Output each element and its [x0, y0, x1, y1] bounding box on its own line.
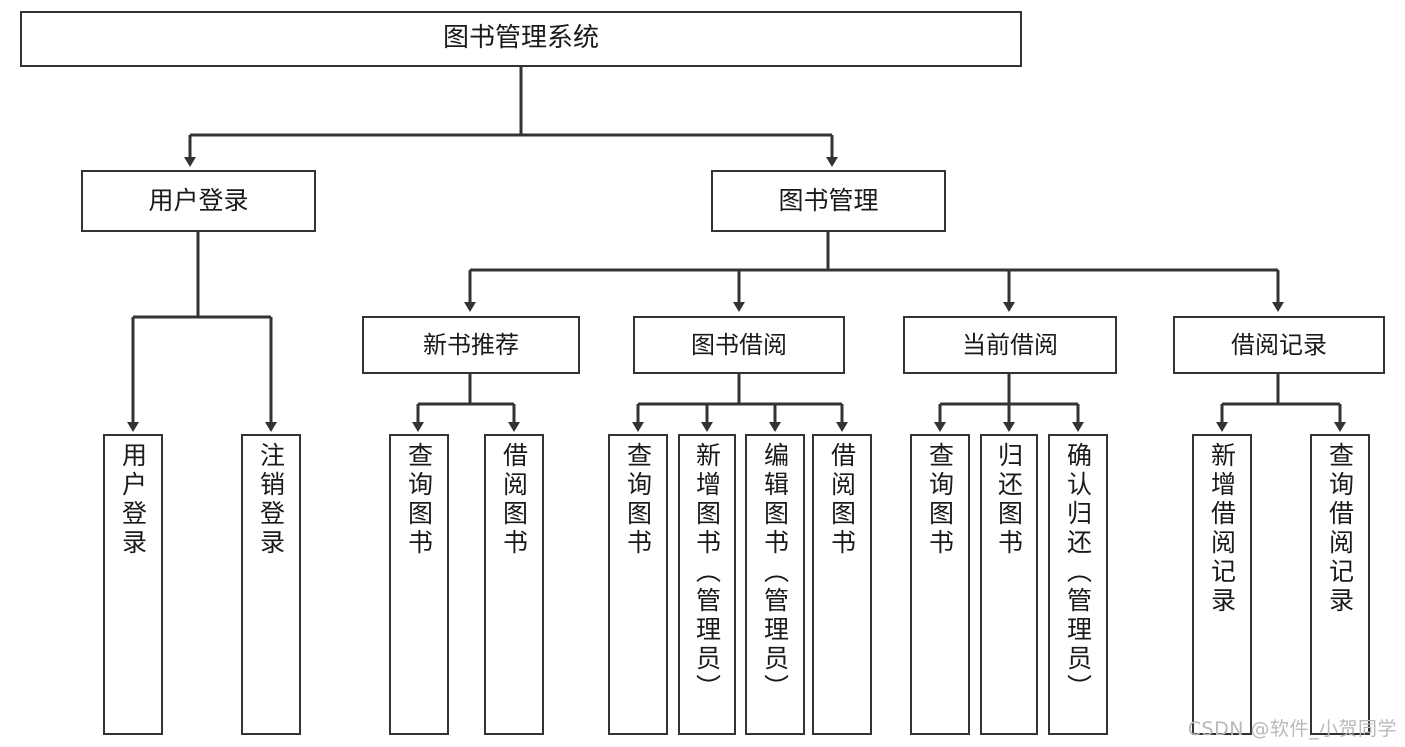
- leaf-borrow-borrow-book[interactable]: 借阅图书: [812, 434, 872, 735]
- leaf-current-confirm-return-label: 确认归还（管理员）: [1063, 442, 1093, 703]
- leaf-current-confirm-return[interactable]: 确认归还（管理员）: [1048, 434, 1108, 735]
- leaf-current-return-book[interactable]: 归还图书: [980, 434, 1038, 735]
- leaf-user-logout[interactable]: 注销登录: [241, 434, 301, 735]
- node-root[interactable]: 图书管理系统: [20, 11, 1022, 67]
- node-borrow-records-label: 借阅记录: [1231, 330, 1327, 359]
- leaf-current-query-book[interactable]: 查询图书: [910, 434, 970, 735]
- leaf-record-add-label: 新增借阅记录: [1207, 442, 1237, 616]
- node-user-login-label: 用户登录: [148, 186, 249, 215]
- leaf-record-add[interactable]: 新增借阅记录: [1192, 434, 1252, 735]
- leaf-borrow-query-book[interactable]: 查询图书: [608, 434, 668, 735]
- node-borrow-records[interactable]: 借阅记录: [1173, 316, 1385, 374]
- node-book-borrow[interactable]: 图书借阅: [633, 316, 845, 374]
- leaf-borrow-borrow-book-label: 借阅图书: [827, 442, 857, 558]
- node-current-borrow-label: 当前借阅: [962, 330, 1058, 359]
- node-book-management[interactable]: 图书管理: [711, 170, 946, 232]
- leaf-borrow-edit-book[interactable]: 编辑图书（管理员）: [745, 434, 805, 735]
- node-book-management-label: 图书管理: [778, 186, 879, 215]
- node-book-borrow-label: 图书借阅: [691, 330, 787, 359]
- node-root-label: 图书管理系统: [442, 23, 599, 54]
- leaf-current-query-book-label: 查询图书: [925, 442, 955, 558]
- leaf-borrow-add-book[interactable]: 新增图书（管理员）: [678, 434, 736, 735]
- leaf-user-login-label: 用户登录: [118, 442, 148, 558]
- leaf-current-return-book-label: 归还图书: [994, 442, 1024, 558]
- leaf-record-query-label: 查询借阅记录: [1325, 442, 1355, 616]
- csdn-watermark: CSDN @软件_小贺同学: [1187, 718, 1397, 740]
- leaf-user-login[interactable]: 用户登录: [103, 434, 163, 735]
- leaf-borrow-query-book-label: 查询图书: [623, 442, 653, 558]
- node-current-borrow[interactable]: 当前借阅: [903, 316, 1117, 374]
- leaf-user-logout-label: 注销登录: [256, 442, 286, 558]
- leaf-new-book-borrow-label: 借阅图书: [499, 442, 529, 558]
- leaf-new-book-query[interactable]: 查询图书: [389, 434, 449, 735]
- leaf-new-book-query-label: 查询图书: [404, 442, 434, 558]
- leaf-borrow-add-book-label: 新增图书（管理员）: [692, 442, 722, 703]
- leaf-new-book-borrow[interactable]: 借阅图书: [484, 434, 544, 735]
- leaf-borrow-edit-book-label: 编辑图书（管理员）: [760, 442, 790, 703]
- leaf-record-query[interactable]: 查询借阅记录: [1310, 434, 1370, 735]
- node-new-book-recommend-label: 新书推荐: [423, 330, 519, 359]
- node-user-login[interactable]: 用户登录: [81, 170, 316, 232]
- node-new-book-recommend[interactable]: 新书推荐: [362, 316, 580, 374]
